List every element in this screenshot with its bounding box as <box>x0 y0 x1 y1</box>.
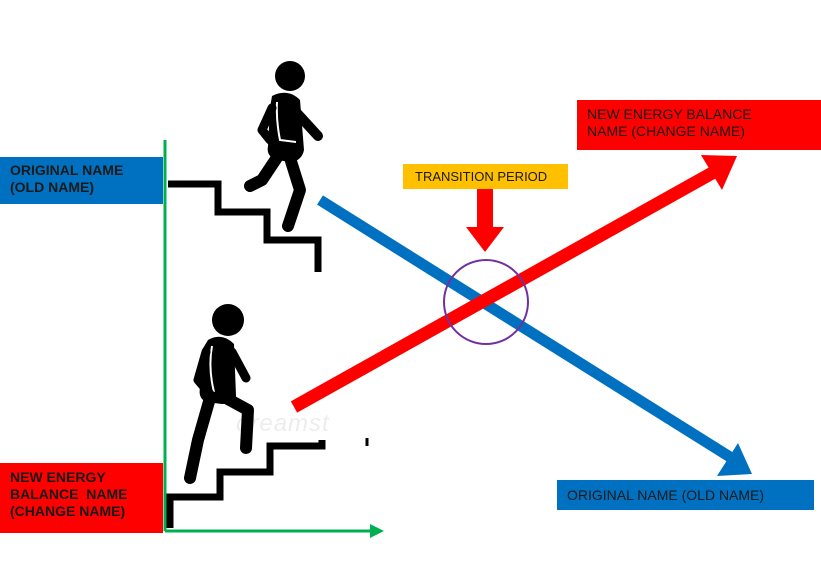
new-name-label-top: NEW ENERGY BALANCE NAME (CHANGE NAME) <box>577 100 821 150</box>
walking-person-ascending-icon <box>184 304 254 484</box>
original-name-label-bottom: ORIGINAL NAME (OLD NAME) <box>557 480 814 510</box>
walking-person-descending-icon <box>244 61 323 232</box>
lower-staircase <box>166 440 326 528</box>
transition-pointer-shaft <box>477 189 493 227</box>
original-name-label-top: ORIGINAL NAME (OLD NAME) <box>0 157 163 204</box>
watermark: dreamst <box>236 410 330 437</box>
new-name-arrowhead <box>701 155 737 190</box>
transition-circle <box>443 259 529 345</box>
old-name-arrow-line <box>317 195 733 462</box>
label-line: NEW ENERGY <box>10 469 106 485</box>
label-line: (CHANGE NAME) <box>10 502 126 519</box>
horizontal-axis-arrowhead <box>370 524 384 538</box>
new-name-label-bottom: NEW ENERGY BALANCE NAME (CHANGE NAME) <box>0 463 163 533</box>
label-line: (OLD NAME) <box>10 178 94 195</box>
label-line: NEW ENERGY BALANCE <box>587 106 752 122</box>
label-line: BALANCE NAME <box>10 485 128 502</box>
label-line: ORIGINAL NAME <box>10 162 124 178</box>
old-name-arrowhead <box>717 443 752 476</box>
label-line: NAME (CHANGE NAME) <box>587 122 745 139</box>
transition-period-label: TRANSITION PERIOD <box>403 164 568 189</box>
transition-pointer-head <box>466 227 504 252</box>
upper-staircase <box>168 180 322 272</box>
new-name-arrow-line <box>290 166 718 413</box>
